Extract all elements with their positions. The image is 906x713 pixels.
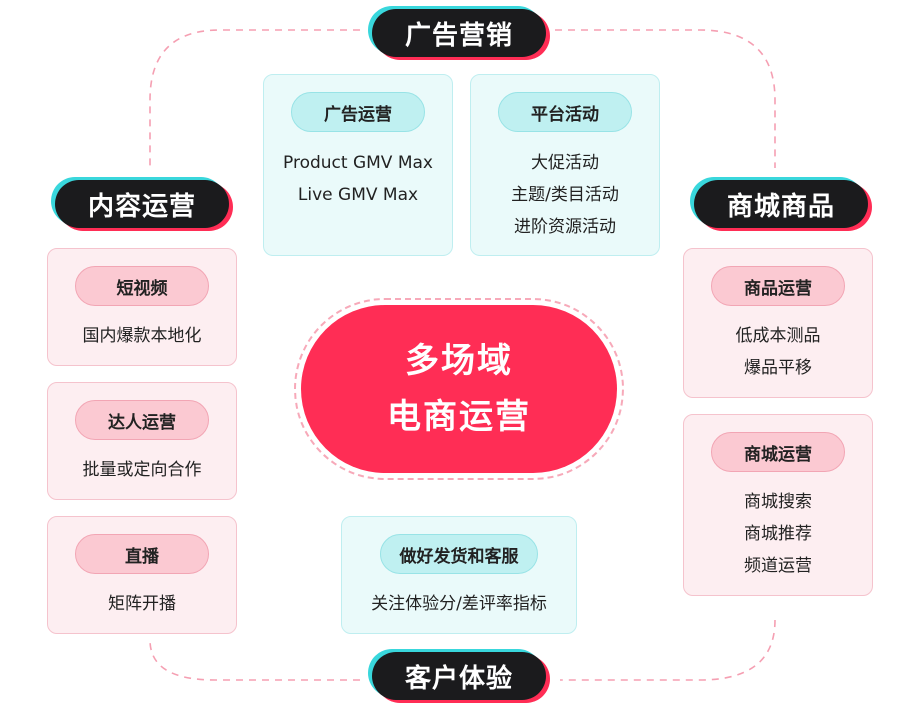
card-line: Product GMV Max bbox=[283, 153, 433, 173]
card-platform-events: 平台活动 大促活动 主题/类目活动 进阶资源活动 bbox=[470, 74, 660, 256]
tag-short-video: 短视频 bbox=[75, 266, 209, 306]
card-line: 大促活动 bbox=[531, 153, 599, 173]
tag-livestream: 直播 bbox=[75, 534, 209, 574]
tag-fulfillment-service: 做好发货和客服 bbox=[380, 534, 538, 574]
card-line: 爆品平移 bbox=[744, 358, 812, 378]
card-line: Live GMV Max bbox=[297, 185, 419, 205]
card-line: 矩阵开播 bbox=[108, 594, 176, 614]
card-livestream: 直播 矩阵开播 bbox=[47, 516, 237, 634]
tag-mall-ops: 商城运营 bbox=[711, 432, 845, 472]
header-mall-products: 商城商品 bbox=[694, 180, 868, 228]
card-short-video: 短视频 国内爆款本地化 bbox=[47, 248, 237, 366]
card-line: 批量或定向合作 bbox=[82, 460, 202, 480]
card-product-ops: 商品运营 低成本测品 爆品平移 bbox=[683, 248, 873, 398]
header-customer-experience: 客户体验 bbox=[372, 652, 546, 700]
tag-product-ops: 商品运营 bbox=[711, 266, 845, 306]
card-fulfillment-service: 做好发货和客服 关注体验分/差评率指标 bbox=[341, 516, 577, 634]
card-line: 低成本测品 bbox=[735, 326, 821, 346]
tag-ad-ops: 广告运营 bbox=[291, 92, 425, 132]
card-line: 商城搜索 bbox=[744, 492, 812, 512]
center-outline bbox=[294, 298, 624, 480]
card-line: 国内爆款本地化 bbox=[82, 326, 202, 346]
center-title-block: 多场域 电商运营 bbox=[301, 305, 617, 473]
card-line: 频道运营 bbox=[744, 556, 812, 576]
center-title-line1: 多场域 bbox=[405, 341, 513, 381]
card-line: 进阶资源活动 bbox=[514, 217, 616, 237]
card-line: 主题/类目活动 bbox=[511, 185, 619, 205]
center-title-line2: 电商运营 bbox=[387, 397, 531, 437]
card-line: 商城推荐 bbox=[744, 524, 812, 544]
tag-creator-ops: 达人运营 bbox=[75, 400, 209, 440]
card-line: 关注体验分/差评率指标 bbox=[371, 594, 547, 614]
card-creator-ops: 达人运营 批量或定向合作 bbox=[47, 382, 237, 500]
tag-platform-events: 平台活动 bbox=[498, 92, 632, 132]
header-ad-marketing: 广告营销 bbox=[372, 9, 546, 57]
card-mall-ops: 商城运营 商城搜索 商城推荐 频道运营 bbox=[683, 414, 873, 596]
card-ad-ops: 广告运营 Product GMV Max Live GMV Max bbox=[263, 74, 453, 256]
header-content-ops: 内容运营 bbox=[55, 180, 229, 228]
